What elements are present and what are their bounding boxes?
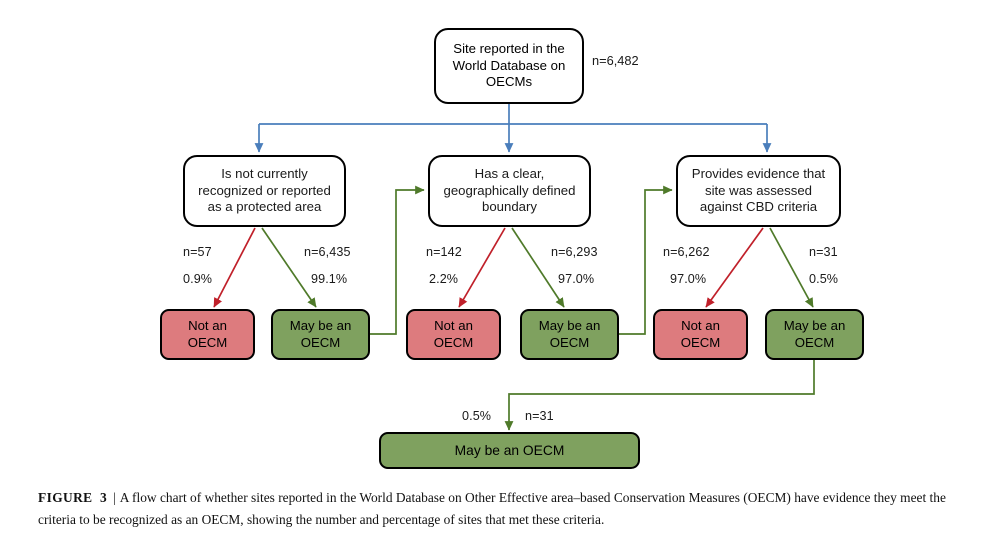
decision-node-stage-3: Provides evidence that site was assessed… (676, 155, 841, 227)
root-count-label: n=6,482 (592, 53, 639, 68)
outcome-node-stage-1-may-be-an-oecm-label: May be an OECM (289, 317, 352, 350)
decision-node-stage-3-label: Provides evidence that site was assessed… (691, 165, 826, 215)
final-node-may-be-an-oecm: May be an OECM (379, 432, 640, 469)
stage-1-fail-count-label: n=57 (183, 245, 212, 259)
outcome-node-stage-3-not-an-oecm-label: Not an OECM (680, 317, 721, 350)
root-node-label: Site reported in the World Database on O… (452, 40, 566, 90)
final-count-label: n=31 (525, 409, 554, 423)
outcome-node-stage-1-not-an-oecm: Not an OECM (160, 309, 255, 360)
decision-node-stage-2-label: Has a clear, geographically defined boun… (443, 165, 576, 215)
stage-2-fail-connector (458, 227, 506, 308)
stage-2-fail-count-label: n=142 (426, 245, 462, 259)
stage-2-pass-percent-label: 97.0% (558, 272, 595, 286)
stage-3-pass-count-label: n=31 (809, 245, 838, 259)
stage-1-fail-connector (213, 227, 256, 308)
stage-1-pass-percent-label: 99.1% (311, 272, 348, 286)
figure-caption-text: A flow chart of whether sites reported i… (38, 490, 946, 527)
figure-caption-separator: | (113, 490, 116, 505)
outcome-node-stage-3-may-be-an-oecm-label: May be an OECM (783, 317, 846, 350)
outcome-node-stage-2-may-be-an-oecm: May be an OECM (520, 309, 619, 360)
stage-3-pass-percent-label: 0.5% (809, 272, 839, 286)
outcome-node-stage-2-may-be-an-oecm-label: May be an OECM (538, 317, 601, 350)
figure-caption-label: FIGURE (38, 490, 93, 505)
stage-3-pass-connector (769, 227, 814, 308)
stage-1-pass-connector (261, 227, 317, 308)
outcome-node-stage-2-not-an-oecm-label: Not an OECM (433, 317, 474, 350)
root-distribution-connectors (254, 102, 772, 153)
decision-node-stage-1: Is not currently recognized or reported … (183, 155, 346, 227)
stage3-green-to-final-connector (504, 360, 815, 431)
decision-node-stage-2: Has a clear, geographically defined boun… (428, 155, 591, 227)
outcome-node-stage-3-may-be-an-oecm: May be an OECM (765, 309, 864, 360)
stage-2-fail-percent-label: 2.2% (429, 272, 459, 286)
outcome-node-stage-3-not-an-oecm: Not an OECM (653, 309, 748, 360)
outcome-node-stage-1-may-be-an-oecm: May be an OECM (271, 309, 370, 360)
stage-3-fail-percent-label: 97.0% (670, 272, 707, 286)
stage-3-fail-count-label: n=6,262 (663, 245, 710, 259)
stage-1-fail-percent-label: 0.9% (183, 272, 213, 286)
figure-caption: FIGURE 3 |A flow chart of whether sites r… (38, 487, 968, 530)
root-node-world-database: Site reported in the World Database on O… (434, 28, 584, 104)
stage-2-pass-connector (511, 227, 565, 308)
final-percent-label: 0.5% (462, 409, 492, 423)
stage-1-pass-count-label: n=6,435 (304, 245, 351, 259)
stage-2-pass-count-label: n=6,293 (551, 245, 598, 259)
decision-node-stage-1-label: Is not currently recognized or reported … (198, 165, 331, 215)
stage-3-fail-connector (705, 227, 764, 308)
outcome-node-stage-2-not-an-oecm: Not an OECM (406, 309, 501, 360)
final-node-label: May be an OECM (454, 442, 565, 458)
outcome-node-stage-1-not-an-oecm-label: Not an OECM (187, 317, 228, 350)
figure-caption-number: 3 (99, 490, 108, 505)
